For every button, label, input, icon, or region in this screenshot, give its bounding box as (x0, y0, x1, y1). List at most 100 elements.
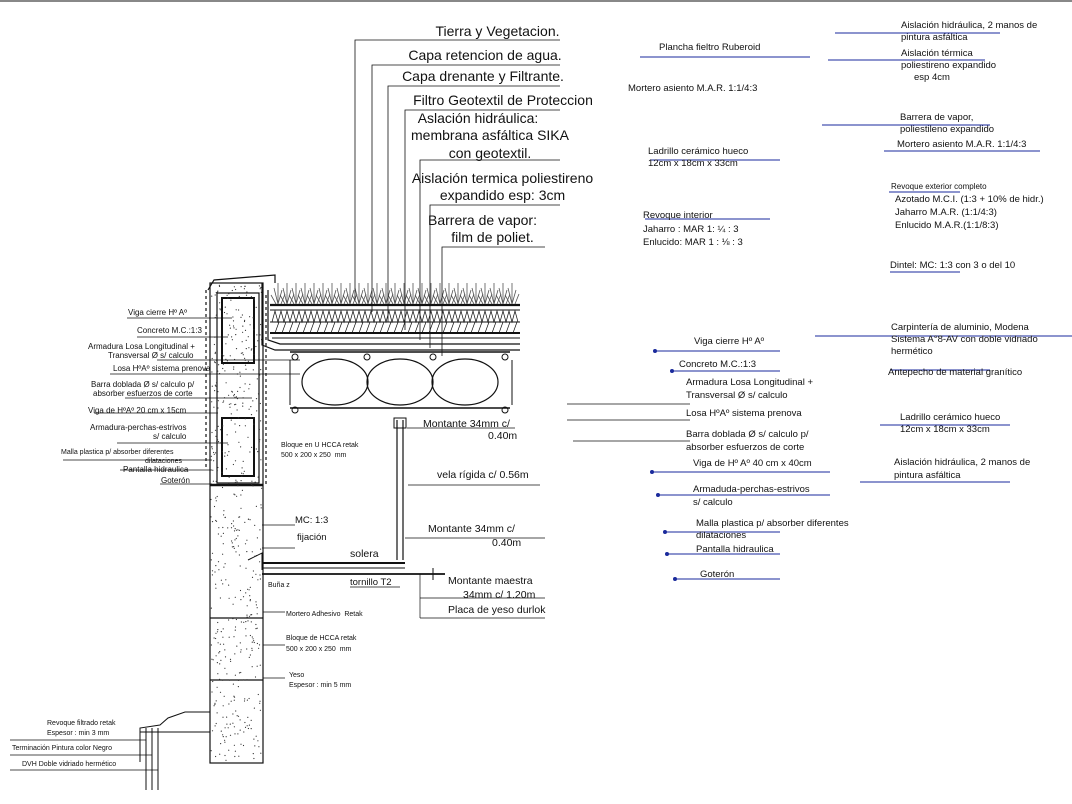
label-pintura-negro: Terminación Pintura color Negro (12, 745, 112, 752)
label-carpinteria-c: hermético (891, 346, 933, 357)
label-antepecho: Antepecho de material granítico (888, 367, 1023, 378)
label-dvh: DVH Doble vidriado hermético (22, 761, 117, 768)
label-pantalla-left: Pantalla hidraulica (123, 465, 189, 474)
label-film-poliet: film de poliet. (451, 229, 534, 245)
left-leaders (10, 317, 300, 771)
label-plancha: Plancha fieltro Ruberoid (659, 42, 761, 53)
label-transversal-left: Transversal Ø s/ calculo (108, 351, 194, 360)
label-calculo-left: s/ calculo (153, 432, 187, 441)
label-ladrillo-1: Ladrillo cerámico hueco (648, 146, 749, 157)
label-losa-left: Losa HºAº sistema prenova (113, 364, 211, 373)
label-azotado: Azotado M.C.I. (1:3 + 10% de hidr.) (895, 194, 1044, 205)
window-sill (139, 711, 210, 790)
label-montante-2: Montante 34mm c/ (428, 523, 515, 535)
drywall-ceiling (247, 417, 445, 580)
label-aisl-hidr-1b: pintura asfáltica (901, 32, 968, 43)
label-dilataciones-right: dilataciones (696, 530, 747, 541)
label-armaduda-b: s/ calculo (693, 497, 733, 508)
label-mc: MC: 1:3 (295, 515, 329, 526)
drainage-layer-hatch (271, 309, 519, 334)
label-bloque-u-size: 500 x 200 x 250 mm (281, 452, 347, 459)
label-yeso: Yeso (289, 672, 305, 679)
label-barra-left: Barra doblada Ø s/ calculo p/ (91, 380, 195, 389)
label-aisl-termica-c: esp 4cm (914, 72, 950, 83)
label-aisl-hidr-1: Aislación hidráulica, 2 manos de (901, 20, 1038, 31)
label-fijacion: fijación (297, 532, 327, 543)
label-jaharro-ext: Jaharro M.A.R. (1:1/4:3) (895, 207, 997, 218)
label-jaharro: Jaharro : MAR 1: ¼ : 3 (643, 224, 739, 235)
label-concreto-right: Concreto M.C.:1:3 (679, 359, 757, 370)
label-revoque-interior: Revoque interior (643, 210, 713, 221)
label-montante-maestra: Montante maestra (448, 575, 533, 587)
label-revoque-exterior: Revoque exterior completo (891, 182, 987, 191)
label-vela-rigida: vela rígida c/ 0.56m (437, 469, 529, 481)
label-armadura-right: Armadura Losa Longitudinal + (686, 377, 814, 388)
label-esfuerzos-left: absorber esfuerzos de corte (93, 389, 193, 398)
right-leaders (640, 32, 1072, 580)
label-goteron-right: Goterón (700, 569, 735, 580)
label-aislacion-termica: Aislación termica poliestireno (411, 170, 594, 186)
label-barrera-vapor: Barrera de vapor: (428, 212, 537, 228)
label-bloque-u: Bloque en U HCCA retak (281, 442, 359, 449)
label-bloque-hcca: Bloque de HCCA retak (286, 635, 357, 642)
label-aisl-hidr-2b: pintura asfáltica (894, 470, 961, 481)
label-carpinteria: Carpintería de aluminio, Modena (891, 322, 1029, 333)
label-montante-maestra-sep: 34mm c/ 1.20m (463, 589, 536, 601)
label-barrera-b: poliestileno expandido (900, 124, 995, 135)
label-mortero-1: Mortero asiento M.A.R. 1:1/4:3 (628, 83, 758, 94)
center-leaders (262, 427, 545, 679)
label-concreto-left: Concreto M.C.:1:3 (137, 326, 202, 335)
label-malla-right: Malla plastica p/ absorber diferentes (696, 518, 849, 529)
label-tornillo: tornillo T2 (350, 577, 392, 588)
label-ladrillo-1-size: 12cm x 18cm x 33cm (648, 158, 738, 169)
label-losa-right: Losa HºAº sistema prenova (686, 408, 802, 419)
right-dark-leaders (567, 403, 690, 442)
label-mortero-2: Mortero asiento M.A.R. 1:1/4:3 (897, 139, 1027, 150)
prenova-slab (289, 351, 513, 414)
label-montante-2-sep: 0.40m (492, 537, 522, 549)
label-malla-left: Malla plastica p/ absorber diferentes (61, 449, 174, 456)
label-revoque-filtrado: Revoque filtrado retak (47, 720, 116, 727)
top-leaders (354, 39, 560, 356)
leader-dots (650, 349, 677, 581)
label-aisl-termica-b: poliestireno expandido (901, 60, 997, 71)
label-buna: Buña z (268, 582, 290, 589)
label-montante-1: Montante 34mm c/ (423, 418, 510, 430)
label-barra-right: Barra doblada Ø s/ calculo p/ (686, 429, 809, 440)
label-aisl-termica: Aislación térmica (901, 48, 973, 59)
label-mortero-adhesivo: Mortero Adhesivo Retak (286, 611, 363, 618)
vegetation (270, 283, 520, 305)
label-revoque-espesor: Espesor : min 3 mm (47, 730, 110, 737)
label-transversal-right: Transversal Ø s/ calculo (686, 390, 788, 401)
label-tierra: Tierra y Vegetacion. (435, 23, 560, 39)
label-barrera: Barrera de vapor, (900, 112, 974, 123)
label-perchas-left: Armadura-perchas-estrivos (90, 423, 187, 432)
label-armaduda: Armaduda-perchas-estrivos (693, 484, 810, 495)
label-dilataciones-left: dilataciones (145, 458, 182, 465)
label-bloque-hcca-size: 500 x 200 x 250 mm (286, 646, 352, 653)
parapet (207, 274, 520, 351)
wall-column (205, 282, 267, 764)
label-enlucido-ext: Enlucido M.A.R.(1:1/8:3) (895, 220, 999, 231)
label-viga-cierre-right: Viga cierre Hº Aº (694, 336, 765, 347)
label-placa-yeso: Placa de yeso durlok (448, 604, 546, 616)
label-pantalla-right: Pantalla hidraulica (696, 544, 774, 555)
label-aislacion-hidraulica: Aslación hidráulica: (417, 110, 539, 126)
label-expandido: expandido esp: 3cm (439, 187, 566, 203)
label-armadura-left: Armadura Losa Longitudinal + (88, 342, 195, 351)
label-carpinteria-b: Sistema A°8-AV con doble vidriado (891, 334, 1038, 345)
label-aisl-hidr-2: Aislación hidráulica, 2 manos de (894, 457, 1031, 468)
label-retencion: Capa retencion de agua. (408, 47, 562, 63)
label-enlucido: Enlucido: MAR 1 : ⅛ : 3 (643, 237, 743, 248)
label-geotextil: Filtro Geotextil de Proteccion (413, 92, 593, 108)
label-dintel: Dintel: MC: 1:3 con 3 o del 10 (890, 260, 1016, 271)
label-esfuerzos-right: absorber esfuerzos de corte (686, 442, 805, 453)
label-drenante: Capa drenante y Filtrante. (402, 68, 564, 84)
label-viga-40: Viga de Hº Aº 40 cm x 40cm (693, 458, 812, 469)
label-con-geotextil: con geotextil. (448, 145, 532, 161)
label-goteron-left: Goterón (161, 476, 190, 485)
label-yeso-espesor: Espesor : min 5 mm (289, 682, 352, 689)
label-ladrillo-2-size: 12cm x 18cm x 33cm (900, 424, 990, 435)
wall-stipple (210, 284, 263, 761)
